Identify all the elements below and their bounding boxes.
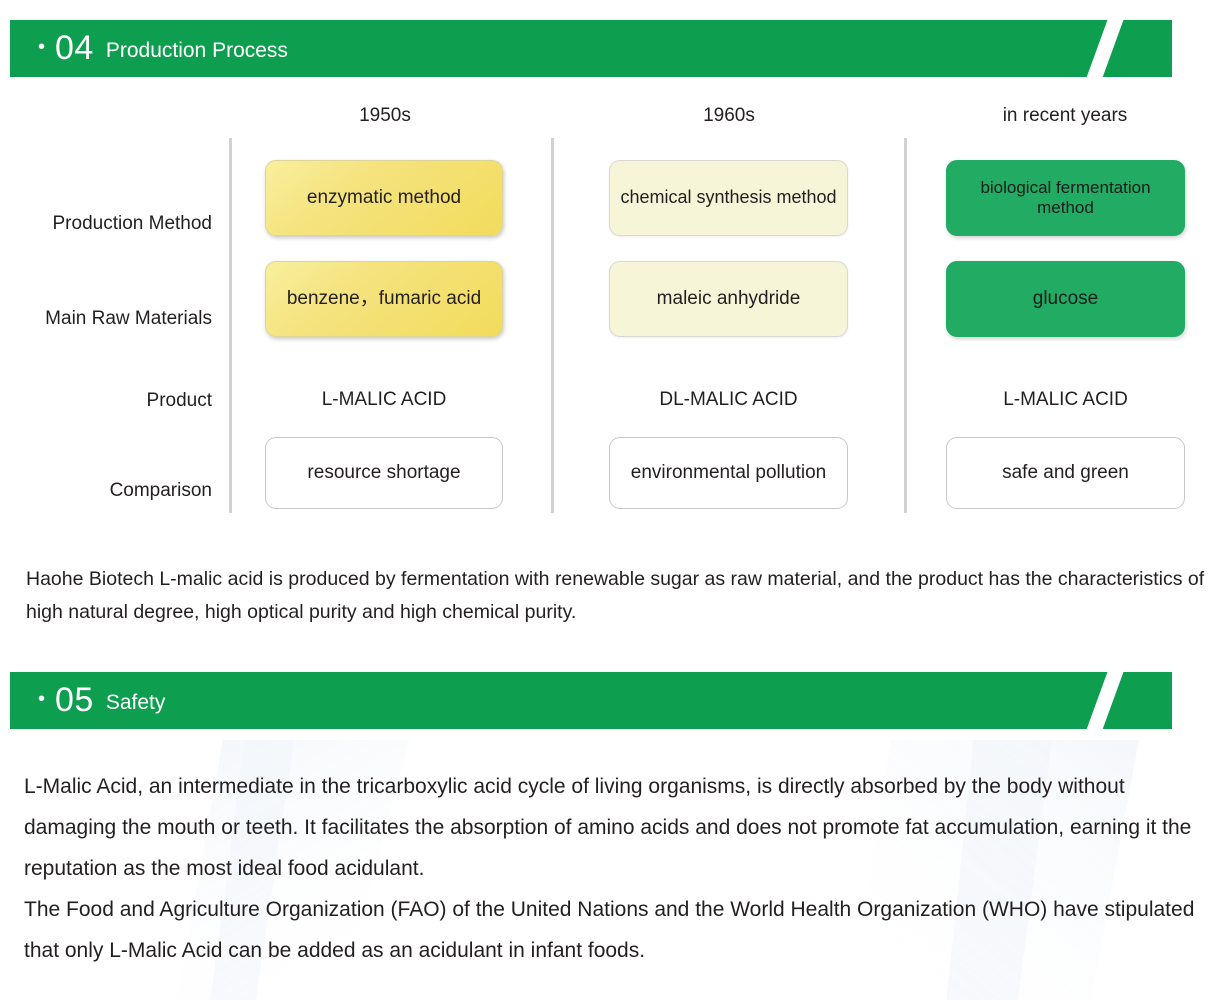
comparison-table: 1950s 1960s in recent years Production M… [0,100,1220,520]
cell-product-recent: L-MALIC ACID [1003,389,1128,410]
column-divider-2 [551,138,554,513]
safety-paragraphs: L-Malic Acid, an intermediate in the tri… [24,766,1214,971]
cell-production-method-recent: biological fermentation method [946,160,1185,236]
production-process-paragraph: Haohe Biotech L-malic acid is produced b… [26,563,1206,629]
safety-paragraph-2: The Food and Agriculture Organization (F… [24,898,1195,962]
cell-product-1950s: L-MALIC ACID [321,389,447,410]
bullet-icon: • [38,35,46,58]
bullet-icon: • [38,687,46,710]
diagonal-stripe-decoration [1077,672,1127,729]
column-header-1960s: 1960s [703,105,755,126]
safety-paragraph-1: L-Malic Acid, an intermediate in the tri… [24,775,1192,880]
row-label-comparison: Comparison [109,480,212,501]
cell-comparison-recent: safe and green [946,437,1185,509]
column-header-1950s: 1950s [359,105,411,126]
section-header-production-process: • 04 Production Process [10,20,1172,77]
cell-comparison-1950s: resource shortage [265,437,503,509]
column-divider-1 [229,138,232,513]
section-title: Production Process [105,39,288,62]
section-number: 04 [55,28,94,67]
column-header-in-recent-years: in recent years [1002,105,1128,126]
section-header-safety: • 05 Safety [10,672,1172,729]
section-number: 05 [55,680,94,719]
cell-raw-materials-recent: glucose [946,261,1185,337]
section-title: Safety [105,691,166,714]
row-label-main-raw-materials: Main Raw Materials [45,308,212,329]
cell-comparison-1960s: environmental pollution [609,437,848,509]
column-divider-3 [904,138,907,513]
cell-product-1960s: DL-MALIC ACID [659,389,798,410]
cell-raw-materials-1960s: maleic anhydride [609,261,848,337]
cell-production-method-1960s: chemical synthesis method [609,160,848,236]
row-label-production-method: Production Method [52,213,213,234]
production-process-text: Haohe Biotech L-malic acid is produced b… [26,568,1205,623]
diagonal-stripe-decoration [1077,20,1127,77]
cell-production-method-1950s: enzymatic method [265,160,503,236]
row-label-product: Product [146,390,212,411]
cell-raw-materials-1950s: benzene，fumaric acid [265,261,503,337]
